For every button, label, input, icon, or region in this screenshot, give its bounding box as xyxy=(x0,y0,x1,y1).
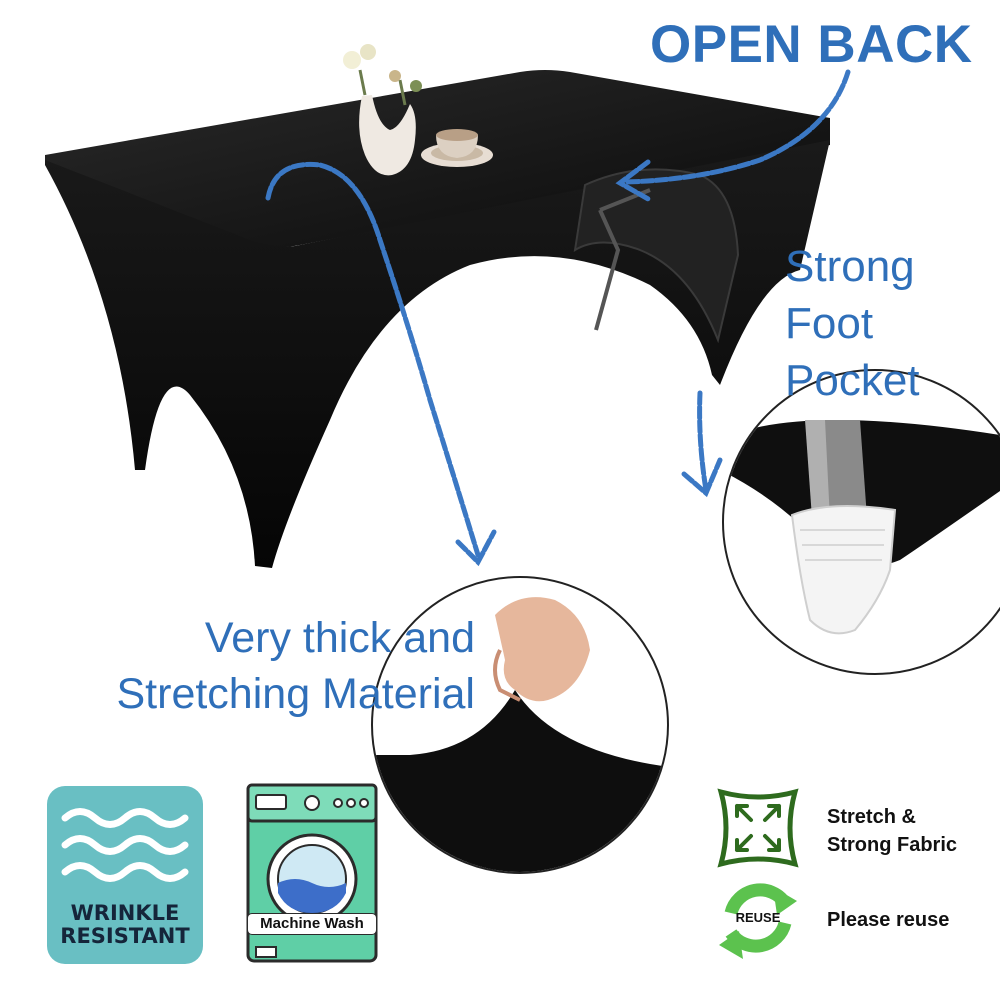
open-back-arrow xyxy=(615,69,851,203)
foot-pocket-label: Strong Foot Pocket xyxy=(785,242,920,405)
vase-decoration xyxy=(343,44,422,176)
washing-machine-icon xyxy=(246,783,378,963)
open-back-arch xyxy=(573,168,740,344)
please-reuse-label: Please reuse xyxy=(827,909,950,931)
material-arrow xyxy=(265,161,497,567)
machine-wash-label: Machine Wash xyxy=(248,914,376,934)
foot-pocket-arrow xyxy=(681,390,723,498)
open-back-headline: OPEN BACK xyxy=(650,15,973,74)
recycle-icon xyxy=(719,883,797,959)
teacup-decoration xyxy=(421,129,493,167)
stretch-arrows-icon xyxy=(717,788,799,868)
stretch-fabric-label: Stretch & Strong Fabric xyxy=(827,806,958,856)
wrinkle-resistant-label: WRINKLE RESISTANT xyxy=(60,901,190,948)
material-label: Very thick and Stretching Material xyxy=(116,614,476,718)
wrinkle-waves-icon xyxy=(61,808,189,882)
foot-pocket-inset xyxy=(722,369,1000,675)
reuse-badge-label: REUSE xyxy=(735,910,781,925)
